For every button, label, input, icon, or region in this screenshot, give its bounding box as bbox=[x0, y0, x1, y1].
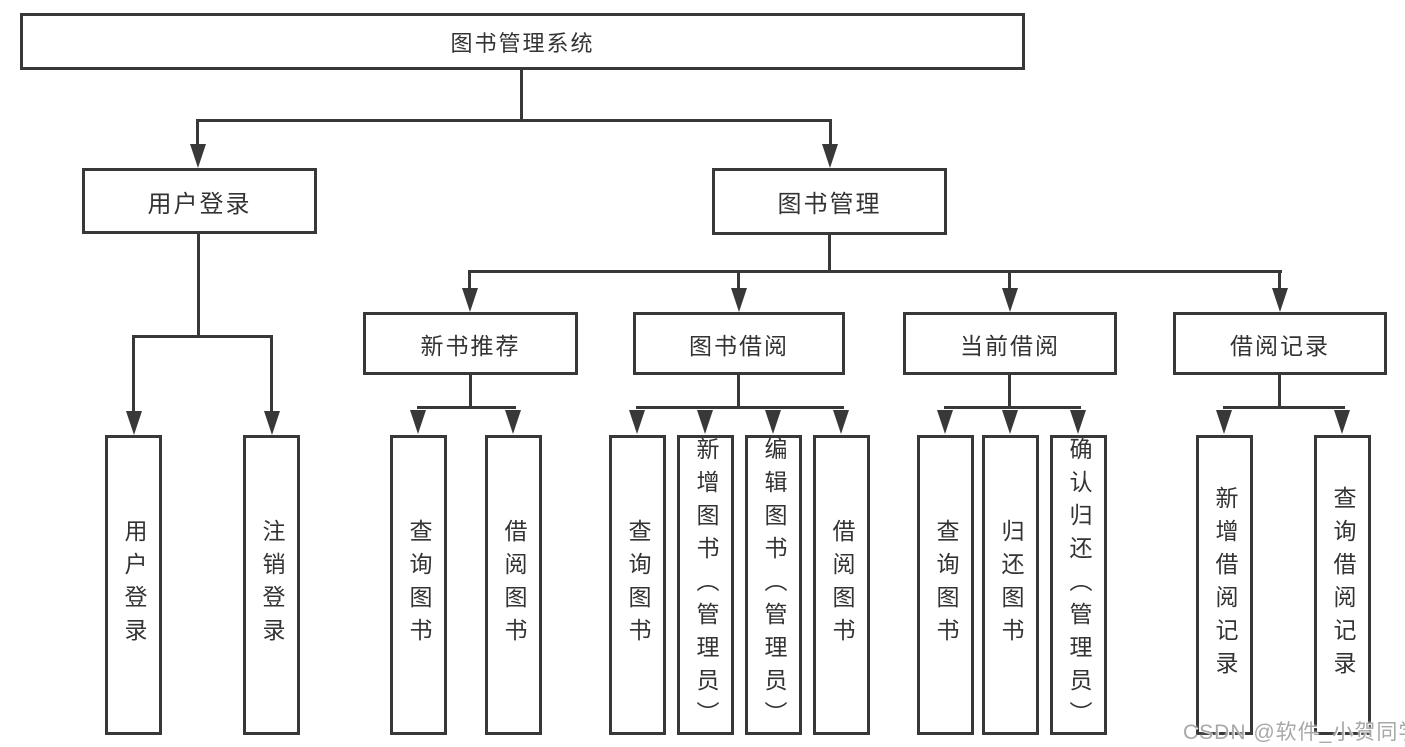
node-label: 查询图书 bbox=[406, 519, 432, 651]
arrow-down-icon bbox=[190, 144, 206, 168]
arrow-down-icon bbox=[505, 410, 521, 434]
connector-line bbox=[1223, 406, 1345, 409]
leaf-add-books-admin: 新增图书（管理员） bbox=[677, 435, 734, 735]
arrow-down-icon bbox=[1002, 410, 1018, 434]
node-borrowing-records: 借阅记录 bbox=[1173, 312, 1387, 375]
node-label: 当前借阅 bbox=[960, 332, 1060, 359]
node-label: 借阅记录 bbox=[1230, 332, 1330, 359]
leaf-logout: 注销登录 bbox=[243, 435, 300, 735]
leaf-query-books-1: 查询图书 bbox=[390, 435, 447, 735]
node-label: 用户登录 bbox=[121, 519, 147, 651]
node-label: 用户登录 bbox=[147, 190, 252, 218]
connector-line bbox=[468, 270, 471, 292]
node-label: 新增图书（管理员） bbox=[693, 436, 719, 734]
connector-line bbox=[737, 375, 740, 409]
connector-line bbox=[520, 70, 523, 120]
arrow-down-icon bbox=[1216, 410, 1232, 434]
arrow-down-icon bbox=[410, 410, 426, 434]
node-label: 借阅图书 bbox=[501, 519, 527, 651]
connector-line bbox=[1008, 375, 1011, 409]
connector-line bbox=[197, 234, 200, 337]
leaf-query-books-2: 查询图书 bbox=[609, 435, 666, 735]
node-label: 编辑图书（管理员） bbox=[761, 436, 787, 734]
node-current-borrowing: 当前借阅 bbox=[903, 312, 1117, 375]
arrow-down-icon bbox=[1272, 288, 1288, 312]
leaf-query-borrow-record: 查询借阅记录 bbox=[1314, 435, 1371, 735]
connector-line bbox=[196, 119, 832, 122]
arrow-down-icon bbox=[697, 410, 713, 434]
arrow-down-icon bbox=[629, 410, 645, 434]
node-label: 确认归还（管理员） bbox=[1066, 436, 1092, 734]
connector-line bbox=[1278, 270, 1281, 292]
node-label: 图书借阅 bbox=[689, 332, 789, 359]
node-label: 图书管理 bbox=[777, 191, 882, 218]
connector-line bbox=[196, 119, 199, 147]
connector-line bbox=[469, 375, 472, 409]
arrow-down-icon bbox=[765, 410, 781, 434]
node-book-borrowing: 图书借阅 bbox=[633, 312, 845, 375]
arrow-down-icon bbox=[1334, 410, 1350, 434]
node-label: 新书推荐 bbox=[420, 332, 521, 359]
node-label: 查询图书 bbox=[933, 519, 959, 651]
connector-line bbox=[468, 270, 1282, 273]
connector-line bbox=[737, 270, 740, 292]
arrow-down-icon bbox=[833, 410, 849, 434]
connector-line bbox=[132, 335, 135, 413]
connector-line bbox=[944, 406, 1081, 409]
leaf-add-borrow-record: 新增借阅记录 bbox=[1196, 435, 1253, 735]
node-label: 借阅图书 bbox=[829, 519, 855, 651]
arrow-down-icon bbox=[1002, 288, 1018, 312]
connector-line bbox=[132, 335, 273, 338]
node-book-management: 图书管理 bbox=[712, 168, 947, 235]
leaf-confirm-return-admin: 确认归还（管理员） bbox=[1050, 435, 1107, 735]
connector-line bbox=[1278, 375, 1281, 409]
arrow-down-icon bbox=[264, 411, 280, 435]
node-label: 归还图书 bbox=[998, 519, 1024, 651]
csdn-watermark: CSDN @软件_小贺同学 bbox=[1183, 721, 1405, 744]
node-label: 查询借阅记录 bbox=[1330, 486, 1356, 684]
leaf-borrow-books-1: 借阅图书 bbox=[485, 435, 542, 735]
arrow-down-icon bbox=[462, 288, 478, 312]
arrow-down-icon bbox=[126, 411, 142, 435]
connector-line bbox=[1008, 270, 1011, 292]
leaf-query-books-3: 查询图书 bbox=[917, 435, 974, 735]
arrow-down-icon bbox=[1070, 410, 1086, 434]
connector-line bbox=[636, 406, 844, 409]
connector-line bbox=[829, 119, 832, 147]
node-label: 图书管理系统 bbox=[450, 30, 595, 56]
node-label: 注销登录 bbox=[259, 519, 285, 651]
node-label: 查询图书 bbox=[625, 519, 651, 651]
connector-line bbox=[270, 335, 273, 413]
node-library-management-system: 图书管理系统 bbox=[20, 13, 1025, 70]
leaf-return-books: 归还图书 bbox=[982, 435, 1039, 735]
arrow-down-icon bbox=[731, 288, 747, 312]
leaf-user-login: 用户登录 bbox=[105, 435, 162, 735]
node-label: 新增借阅记录 bbox=[1212, 486, 1238, 684]
node-new-book-recommendation: 新书推荐 bbox=[363, 312, 578, 375]
node-user-login-group: 用户登录 bbox=[82, 168, 317, 234]
leaf-borrow-books-2: 借阅图书 bbox=[813, 435, 870, 735]
arrow-down-icon bbox=[937, 410, 953, 434]
leaf-edit-books-admin: 编辑图书（管理员） bbox=[745, 435, 802, 735]
connector-line bbox=[828, 235, 831, 273]
arrow-down-icon bbox=[822, 144, 838, 168]
connector-line bbox=[417, 406, 516, 409]
